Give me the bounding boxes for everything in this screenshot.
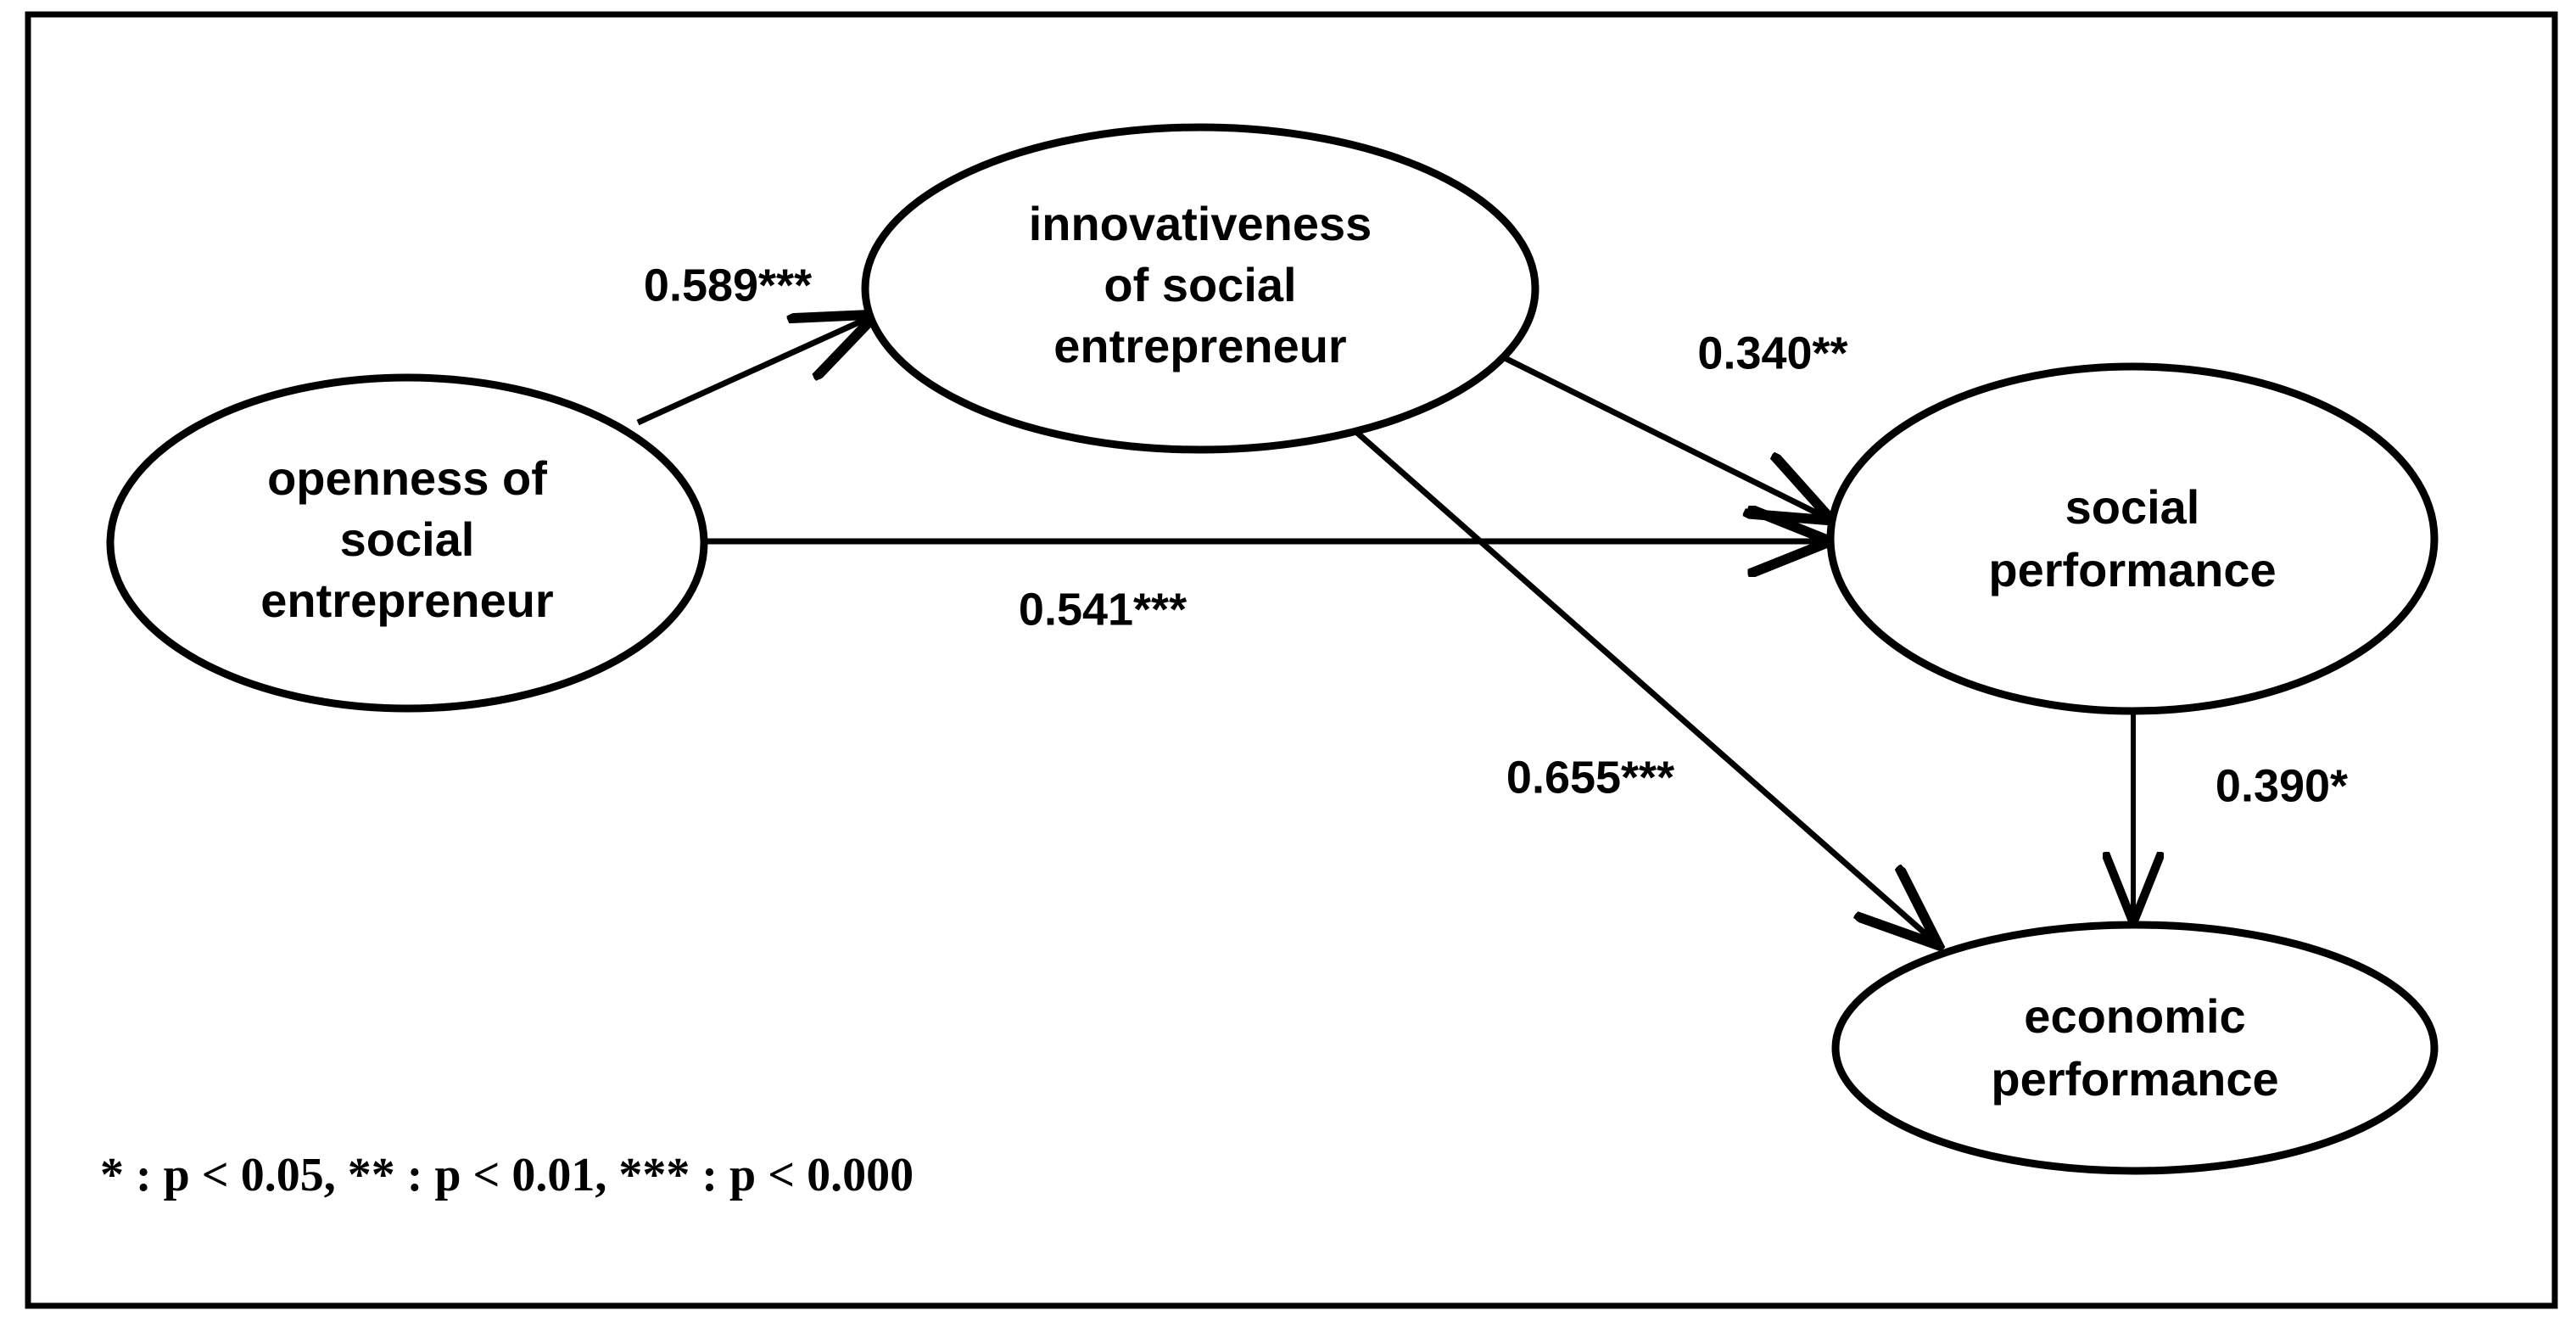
node-label-innovativeness-line3: entrepreneur (1053, 319, 1346, 372)
node-label-openness-line1: openness of (267, 451, 547, 505)
coefficient-label-openness-social: 0.541*** (1019, 584, 1187, 635)
node-ellipse-social-performance[interactable] (1826, 362, 2439, 715)
node-label-openness-line2: social (340, 512, 475, 566)
node-label-openness-line3: entrepreneur (260, 574, 553, 627)
coefficient-label-innovativeness-economic: 0.655*** (1506, 752, 1674, 803)
node-innovativeness-of-social-entrepreneur[interactable]: innovativeness of social entrepreneur (861, 123, 1539, 454)
path-openness-to-innovativeness: 0.589*** (636, 260, 874, 426)
path-arrow-innovativeness-economic (1355, 430, 1936, 943)
figure-border (25, 11, 2558, 1309)
coefficient-label-openness-innovativeness: 0.589*** (644, 260, 812, 311)
node-label-innovativeness-line1: innovativeness (1029, 197, 1372, 250)
node-ellipse-openness[interactable] (106, 373, 708, 713)
node-ellipse-economic-performance[interactable] (1831, 921, 2439, 1175)
path-arrow-innovativeness-social (1500, 353, 1830, 519)
node-economic-performance[interactable]: economic performance (1831, 921, 2439, 1175)
path-arrow-openness-innovativeness (636, 316, 874, 426)
path-social-to-economic-performance: 0.390* (2133, 709, 2348, 921)
path-innovativeness-to-social-performance: 0.340** (1500, 328, 1848, 519)
node-label-economic-performance-line1: economic (2024, 989, 2245, 1043)
node-openness-of-social-entrepreneur[interactable]: openness of social entrepreneur (106, 373, 708, 713)
node-label-innovativeness-line2: of social (1104, 258, 1296, 311)
coefficient-label-social-economic: 0.390* (2216, 760, 2348, 811)
path-openness-to-social-performance: 0.541*** (706, 541, 1828, 635)
node-ellipse-innovativeness[interactable] (861, 123, 1539, 454)
node-social-performance[interactable]: social performance (1826, 362, 2439, 715)
coefficient-label-innovativeness-social: 0.340** (1697, 328, 1847, 378)
significance-legend: * : p < 0.05, ** : p < 0.01, *** : p < 0… (100, 1149, 914, 1201)
node-label-social-performance-line1: social (2065, 480, 2200, 534)
node-label-economic-performance-line2: performance (1991, 1052, 2278, 1106)
path-innovativeness-to-economic-performance: 0.655*** (1355, 430, 1936, 943)
node-label-social-performance-line2: performance (1988, 543, 2276, 596)
